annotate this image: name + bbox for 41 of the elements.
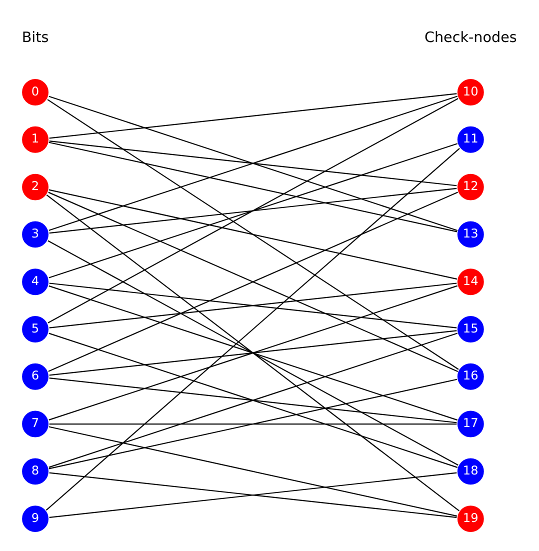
connector [49, 282, 457, 328]
node-circle: 6 [20, 362, 50, 391]
connector [49, 140, 457, 186]
connector [48, 426, 458, 517]
label: Bits [22, 30, 49, 46]
node-circle: 10 [456, 78, 485, 107]
connector [48, 192, 458, 372]
connector [48, 189, 458, 280]
connector [49, 472, 457, 518]
connector [47, 99, 459, 370]
node-circle: 11 [456, 125, 485, 154]
node-circle: 19 [456, 504, 485, 534]
connector [48, 240, 458, 466]
node-circle: 8 [20, 457, 50, 486]
node-circle: 9 [20, 504, 50, 534]
node-circle: 3 [20, 220, 50, 249]
node-circle: 15 [456, 314, 485, 344]
node-circle: 12 [456, 172, 485, 202]
connector [49, 330, 457, 376]
node-circle: 13 [456, 220, 485, 249]
node-circle: 1 [20, 125, 50, 154]
connector [48, 96, 458, 231]
node-circle: 14 [456, 268, 485, 296]
node-circle: 16 [456, 362, 485, 391]
connector [49, 378, 457, 424]
node-circle: 18 [456, 457, 485, 486]
node-circle: 7 [20, 410, 50, 438]
connector [48, 332, 458, 468]
connector [48, 378, 458, 470]
connector [49, 93, 457, 139]
label: Check-nodes [424, 30, 517, 46]
connector [49, 188, 457, 234]
node-circle: 2 [20, 172, 50, 202]
node-circle: 4 [20, 268, 50, 296]
node-circle: 5 [20, 314, 50, 344]
connector [49, 423, 457, 425]
connector [48, 98, 458, 324]
connector [48, 143, 458, 278]
node-circle: 0 [20, 78, 50, 107]
connector [48, 142, 458, 232]
node-circle: 17 [456, 410, 485, 438]
